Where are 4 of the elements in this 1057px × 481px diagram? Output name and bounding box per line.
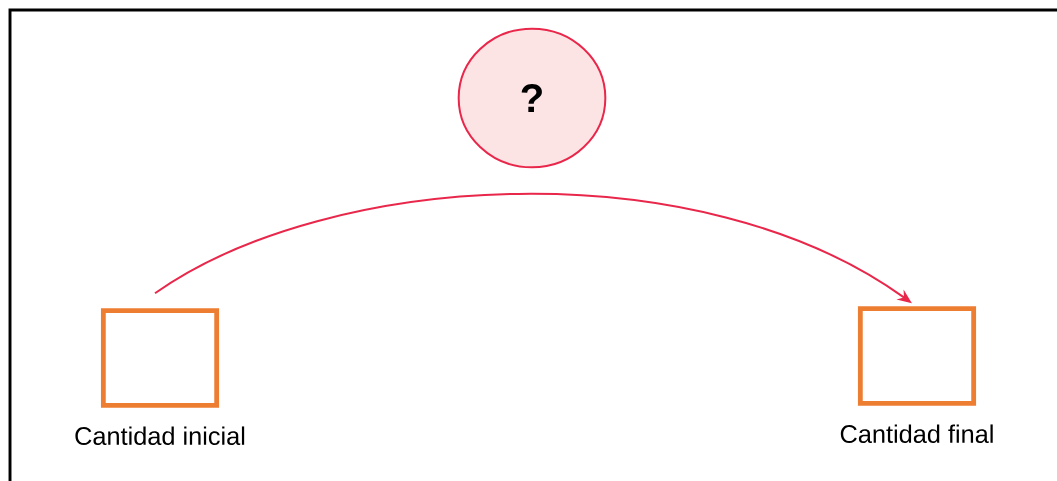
box-caption: Cantidad final xyxy=(840,424,993,444)
empty-box xyxy=(857,306,977,406)
empty-box xyxy=(100,308,220,408)
box-caption: Cantidad inicial xyxy=(75,426,245,446)
